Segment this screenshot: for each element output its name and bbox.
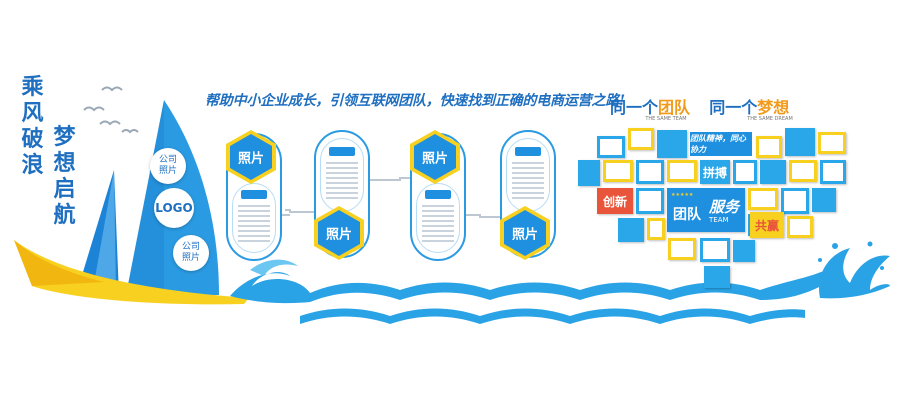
photo-hexagon-2 [314, 206, 364, 260]
card-text-area [232, 183, 276, 253]
timeline-connectors [270, 177, 500, 218]
photo-tile [667, 160, 697, 182]
subtitle-small-2: THE SAME DREAM [747, 116, 793, 122]
photo-tile [628, 128, 654, 150]
card-tag [329, 147, 355, 156]
photo-tile [748, 188, 778, 210]
company-photo-circle: 公司 照片 [173, 235, 209, 271]
photo-hexagon-1 [226, 130, 276, 184]
photo-tile [789, 160, 817, 182]
photo-placeholder-1: 照片 [222, 128, 280, 186]
slogan-column-2: 梦 想 启 航 [52, 124, 78, 228]
slogan-char: 乘 [21, 74, 45, 100]
card-text-lines [326, 159, 358, 202]
slogan-char: 航 [53, 202, 77, 228]
circle-label: 照片 [181, 253, 200, 263]
title-text: 同一个 [610, 98, 659, 117]
photo-tile [733, 160, 757, 184]
chuangxin-tile: 创新 [597, 188, 633, 214]
slogan-char: 想 [53, 150, 77, 176]
photo-tile [760, 160, 786, 184]
photo-tile [700, 238, 730, 262]
photo-label: 照片 [237, 151, 264, 167]
team-title: 同一个团队 同一个梦想 [610, 94, 830, 118]
circle-label: 照片 [158, 166, 177, 176]
photo-tile [704, 266, 730, 288]
seagulls-icon [83, 86, 139, 134]
team-en-text: TEAM [709, 216, 729, 224]
banner-slogan: 帮助中小企业成长，引领互联网团队，快速找到正确的电商运营之路! [205, 93, 625, 109]
company-photo-circle: 公司 照片 [150, 148, 186, 184]
tuandui-text: 团队 [673, 207, 701, 223]
sailboat-graphic [14, 100, 249, 305]
photo-tile [781, 188, 809, 214]
slogan-column-1: 乘 风 破 浪 [20, 74, 46, 178]
slogan-char: 风 [21, 100, 45, 126]
circle-label: 公司 [181, 242, 200, 252]
photo-placeholder-3: 照片 [406, 128, 464, 186]
card-text-lines [512, 159, 544, 202]
photo-placeholder-2: 照片 [310, 204, 368, 262]
title-highlight: 梦想 [757, 98, 790, 117]
photo-tile [603, 160, 633, 182]
fuwu-text: 服务 [709, 198, 740, 216]
title-highlight: 团队 [658, 98, 691, 117]
slogan-char: 启 [53, 176, 77, 202]
card-text-area [416, 183, 460, 253]
photo-tile [657, 130, 687, 158]
photo-tile [733, 240, 755, 262]
photo-tile [597, 136, 625, 158]
logo-circle: LOGO [154, 188, 194, 228]
photo-tile [636, 188, 664, 214]
pinbo-tile: 拼搏 [700, 160, 730, 184]
photo-label: 照片 [511, 227, 538, 243]
photo-tile [647, 218, 665, 240]
card-text-area [506, 138, 550, 212]
photo-tile [618, 218, 644, 242]
photo-hexagon-4 [500, 206, 550, 260]
slogan-char: 破 [21, 126, 45, 152]
subtitle-small-1: THE SAME TEAM [645, 116, 687, 122]
card-text-lines [422, 202, 454, 245]
photo-tile [756, 136, 782, 158]
card-text-area [320, 138, 364, 212]
photo-tile [668, 238, 696, 260]
wave-decoration [230, 241, 890, 324]
photo-tile [818, 132, 846, 154]
photo-placeholder-4: 照片 [496, 204, 554, 262]
card-text-lines [238, 202, 270, 245]
slogan-char: 梦 [53, 124, 77, 150]
photo-hexagon-3 [410, 130, 460, 184]
card-tag [241, 190, 267, 199]
photo-tile [578, 160, 600, 186]
photo-tile [636, 160, 664, 184]
stars-icon: ★★★★★ [671, 192, 694, 198]
photo-tile [812, 188, 836, 212]
circle-label: 公司 [158, 155, 177, 165]
card-tag [515, 147, 541, 156]
slogan-char: 浪 [21, 152, 45, 178]
card-tag [425, 190, 451, 199]
photo-label: 照片 [325, 227, 352, 243]
team-service-panel: ★★★★★ 团队 服务 TEAM [667, 188, 745, 232]
photo-tile [787, 216, 813, 238]
heart-banner: 团队精神，同心协力 [690, 132, 752, 156]
photo-tile [820, 160, 846, 184]
logo-text: LOGO [155, 200, 193, 215]
title-text: 同一个 [709, 98, 758, 117]
gongying-tile: 共赢 [750, 212, 784, 238]
photo-label: 照片 [421, 151, 448, 167]
photo-tile [785, 128, 815, 156]
